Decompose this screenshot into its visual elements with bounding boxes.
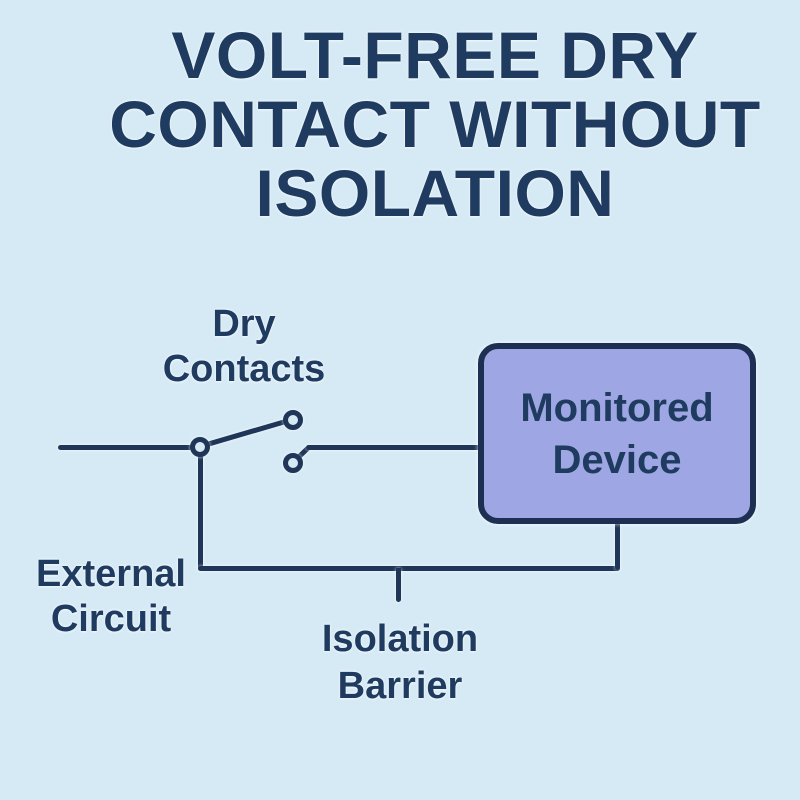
switch-arm-wire xyxy=(199,416,294,449)
isolation-barrier-label-line-2: Barrier xyxy=(337,665,463,707)
page-title-line-1: VOLT-FREE DRY xyxy=(171,18,699,92)
monitored-device-label-line-2: Device xyxy=(552,437,682,482)
dry-contact-fixed-terminal xyxy=(282,453,303,473)
dry-contact-open-terminal xyxy=(282,409,303,430)
dry-contacts-label-line-1: Dry xyxy=(212,303,276,345)
wire-to-monitored-device xyxy=(306,445,482,450)
external-circuit-label-line-2: Circuit xyxy=(50,598,172,640)
dry-contacts-label: Dry Contacts xyxy=(144,302,344,392)
dry-contact-pivot-terminal xyxy=(190,436,210,457)
external-circuit-label: External Circuit xyxy=(11,552,211,642)
dry-contacts-label-line-2: Contacts xyxy=(162,348,326,390)
monitored-device-label-line-1: Monitored xyxy=(520,385,714,430)
isolation-barrier-label-line-1: Isolation xyxy=(321,618,479,660)
device-bottom-wire xyxy=(614,522,620,570)
page-title-line-2: CONTACT WITHOUT xyxy=(109,87,761,161)
monitored-device-box: Monitored Device xyxy=(478,343,756,524)
external-circuit-label-line-1: External xyxy=(36,553,186,595)
isolation-barrier-label: Isolation Barrier xyxy=(300,616,500,710)
page-title-line-3: ISOLATION xyxy=(255,156,615,230)
monitored-device-label: Monitored Device xyxy=(520,382,713,486)
page-title: VOLT-FREE DRY CONTACT WITHOUT ISOLATION xyxy=(70,21,800,228)
isolation-barrier-tick xyxy=(395,568,401,602)
external-circuit-wire-left xyxy=(58,445,200,450)
external-circuit-wire-drop xyxy=(197,449,203,571)
bottom-return-wire xyxy=(197,566,620,571)
